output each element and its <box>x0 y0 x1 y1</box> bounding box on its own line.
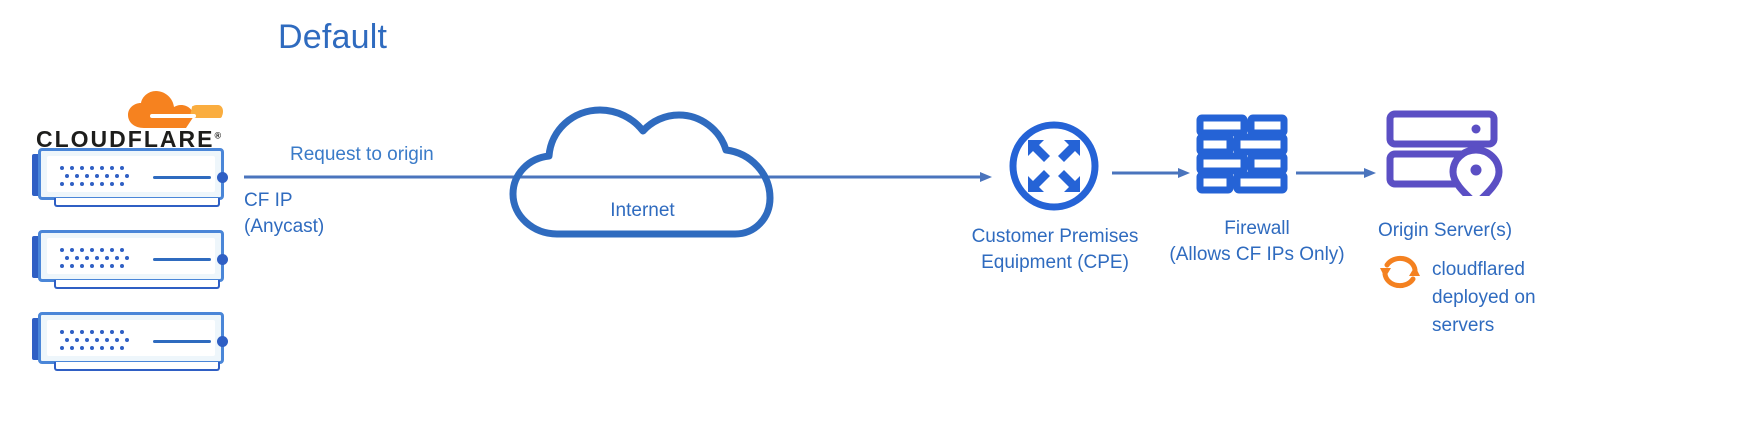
cloudflared-note-line-2: deployed on <box>1432 287 1536 308</box>
server-status-dot <box>217 172 228 183</box>
cloudflare-cloud-icon <box>128 91 223 128</box>
cloudflare-server-2 <box>32 230 230 289</box>
cf-ip-anycast-label: CF IP (Anycast) <box>244 188 324 240</box>
server-status-dot <box>217 254 228 265</box>
firewall-label-line-2: (Allows CF IPs Only) <box>1169 244 1345 265</box>
firewall-to-origin-arrow <box>1296 168 1376 178</box>
cloudflare-server-1 <box>32 148 230 207</box>
server-indicator-line <box>153 176 211 179</box>
cloudflare-wordmark-text: CLOUDFLARE <box>36 126 215 152</box>
server-body <box>38 148 228 200</box>
internet-label: Internet <box>610 200 675 221</box>
server-vent-dots <box>60 330 129 350</box>
cloudflared-note: cloudflared deployed on servers <box>1432 256 1622 340</box>
server-face <box>47 320 215 356</box>
cpe-label: Customer Premises Equipment (CPE) <box>925 224 1185 276</box>
cpe-to-firewall-arrow <box>1112 168 1190 178</box>
server-indicator-line <box>153 340 211 343</box>
firewall-label-line-1: Firewall <box>1224 218 1290 239</box>
cloudflared-note-line-3: servers <box>1432 315 1495 336</box>
server-status-dot <box>217 336 228 347</box>
server-indicator-line <box>153 258 211 261</box>
request-to-origin-label: Request to origin <box>290 144 434 165</box>
page-title: Default <box>278 18 388 56</box>
cloudflared-sync-icon <box>1380 255 1420 289</box>
cf-ip-line-1: CF IP <box>244 190 293 211</box>
cpe-label-line-2: Equipment (CPE) <box>981 252 1129 273</box>
server-face <box>47 156 215 192</box>
server-base <box>54 198 220 207</box>
cloudflare-logo: CLOUDFLARE® <box>36 88 226 152</box>
server-vent-dots <box>60 248 129 268</box>
server-face <box>47 238 215 274</box>
cloudflare-server-3 <box>32 312 230 371</box>
cpe-router-icon <box>1009 121 1099 211</box>
firewall-brick-icon <box>1196 114 1288 194</box>
cf-ip-line-2: (Anycast) <box>244 216 325 237</box>
server-base <box>54 280 220 289</box>
origin-server-icon <box>1386 110 1503 196</box>
request-flow-arrow <box>244 172 992 182</box>
server-body <box>38 312 228 364</box>
trademark-symbol: ® <box>214 130 222 141</box>
server-vent-dots <box>60 166 129 186</box>
origin-server-label: Origin Server(s) <box>1377 220 1513 241</box>
server-body <box>38 230 228 282</box>
cloudflared-note-line-1: cloudflared <box>1432 259 1525 280</box>
cloudflare-wordmark: CLOUDFLARE® <box>36 126 226 152</box>
cpe-label-line-1: Customer Premises <box>971 226 1139 247</box>
server-base <box>54 362 220 371</box>
firewall-label: Firewall (Allows CF IPs Only) <box>1146 216 1368 268</box>
internet-cloud-icon <box>509 106 774 238</box>
